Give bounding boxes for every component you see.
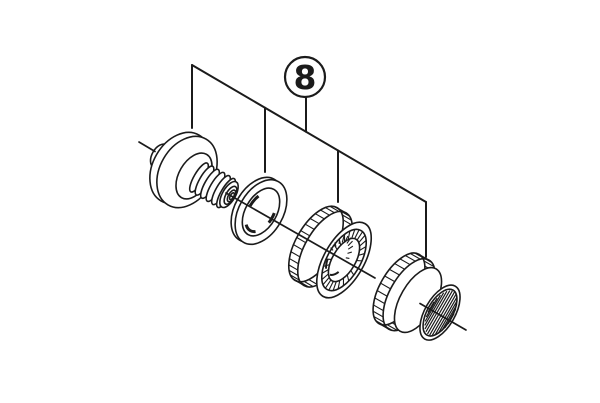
leader-lines xyxy=(191,64,427,258)
lockring-internal-splines xyxy=(321,229,367,291)
part-flanged-axle-bolt xyxy=(149,131,239,209)
callout-number: 8 xyxy=(294,58,317,97)
axle-centerline xyxy=(138,141,467,331)
callout-circle xyxy=(283,55,327,99)
part-knurled-cap-nut xyxy=(372,252,461,341)
lockring-inner-splines xyxy=(330,235,354,260)
capnut-knurling xyxy=(372,252,436,332)
capnut-internal-threads xyxy=(424,290,458,336)
leader-diagonal xyxy=(191,64,427,203)
callout-balloon: 8 xyxy=(283,55,327,99)
